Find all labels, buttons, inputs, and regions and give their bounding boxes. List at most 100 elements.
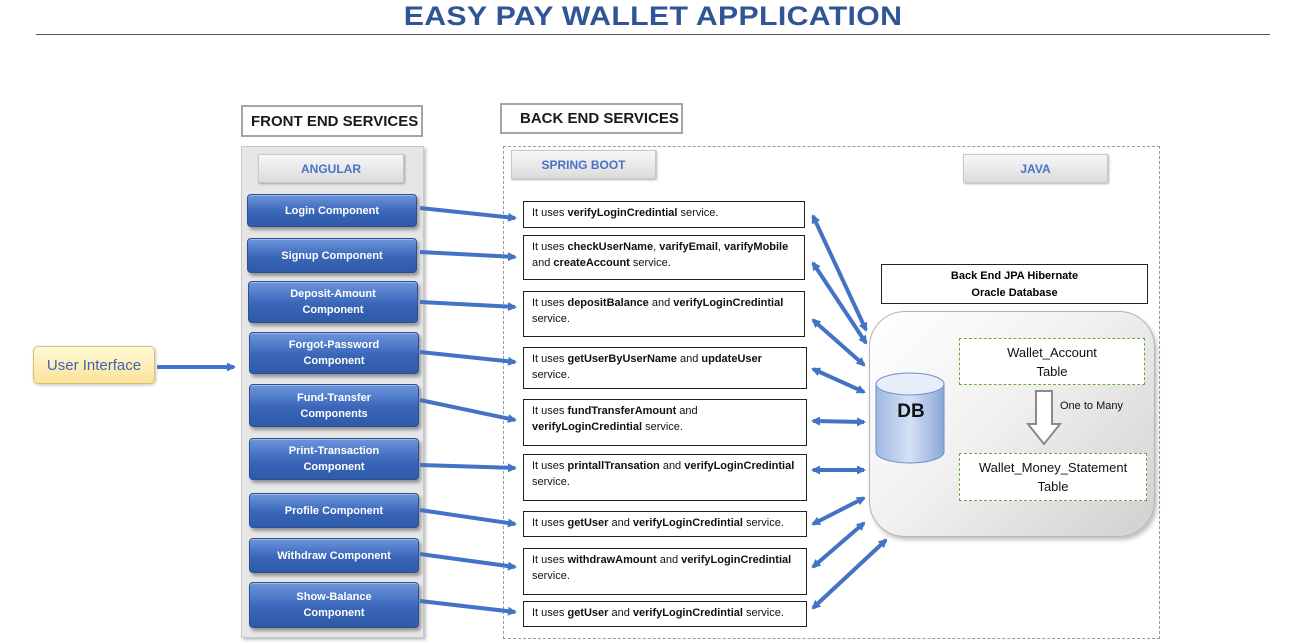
component-label-line1: Show-Balance — [296, 591, 372, 603]
component-label-line2: Component — [303, 607, 365, 619]
component-button[interactable]: Signup Component — [247, 238, 417, 273]
service-text: It uses — [532, 297, 568, 309]
component-label-line1: Fund-Transfer — [297, 391, 371, 404]
service-description: It uses printallTransation and verifyLog… — [523, 454, 807, 501]
component-label: Login Component — [285, 203, 379, 219]
service-method-name: verifyLoginCredintial — [567, 207, 678, 219]
service-text: service. — [677, 207, 719, 219]
component-label-line1: Profile Component — [284, 504, 384, 517]
service-method-name: varifyMobile — [724, 241, 789, 253]
service-method-name: verifyLoginCredintial — [673, 297, 784, 309]
component-to-service-arrow — [419, 398, 517, 423]
service-text: service. — [642, 421, 683, 433]
relation-label: One to Many — [1060, 400, 1123, 412]
frontend-services-header: FRONT END SERVICES — [241, 105, 423, 137]
service-text: and — [656, 554, 682, 566]
component-to-service-arrow — [419, 552, 517, 571]
service-description: It uses getUserByUserName and updateUser… — [523, 347, 807, 389]
component-label-line1: Forgot-Password — [288, 339, 380, 351]
service-text: It uses — [532, 207, 568, 219]
service-text: and — [659, 460, 685, 472]
service-method-name: withdrawAmount — [567, 554, 657, 566]
spring-boot-label: SPRING BOOT — [511, 150, 656, 179]
service-description: It uses depositBalance and verifyLoginCr… — [523, 291, 805, 337]
service-method-name: printallTransation — [567, 460, 660, 472]
component-label-line1: Withdraw Component — [277, 549, 391, 562]
service-method-name: getUserByUserName — [567, 353, 677, 365]
service-text: and — [676, 353, 702, 365]
one-to-many-arrow-icon — [1025, 390, 1063, 446]
service-text: service. — [532, 476, 570, 488]
service-text: It uses — [532, 460, 568, 472]
jpa-line1: Back End JPA Hibernate — [950, 270, 1079, 282]
component-label: Profile Component — [285, 503, 383, 519]
service-text: It uses — [532, 517, 568, 529]
service-method-name: depositBalance — [567, 297, 649, 309]
db-label: DB — [897, 401, 925, 422]
service-text: and — [648, 297, 674, 309]
component-button[interactable]: Withdraw Component — [249, 538, 419, 573]
component-label-line2: Component — [303, 461, 365, 473]
service-method-name: fundTransferAmount — [567, 405, 677, 417]
service-description: It uses getUser and verifyLoginCredintia… — [523, 511, 807, 537]
wallet-account-table-suffix: Table — [1036, 363, 1068, 379]
jpa-hibernate-box: Back End JPA Hibernate Oracle Database — [881, 264, 1148, 304]
service-db-arrow — [811, 538, 888, 610]
wallet-account-table: Wallet_Account Table — [959, 338, 1145, 385]
page-title: EASY PAY WALLET APPLICATION — [403, 1, 903, 31]
service-db-arrow — [811, 318, 866, 367]
service-text: service. — [532, 369, 570, 381]
component-label-line1: Deposit-Amount — [290, 288, 376, 300]
component-to-service-arrow — [419, 300, 517, 312]
service-text: It uses — [532, 405, 568, 417]
component-to-service-arrow — [419, 599, 517, 616]
component-label-line1: Print-Transaction — [288, 445, 380, 457]
service-method-name: verifyLoginCredintial — [684, 460, 795, 472]
backend-panel — [503, 146, 1160, 639]
component-label: Signup Component — [281, 248, 382, 264]
service-text: It uses — [532, 607, 568, 619]
service-text: and — [676, 405, 698, 417]
component-to-service-arrow — [419, 206, 517, 222]
service-method-name: verifyLoginCredintial — [632, 607, 743, 619]
wallet-money-statement-table: Wallet_Money_Statement Table — [959, 453, 1147, 501]
component-to-service-arrow — [419, 508, 517, 528]
service-method-name: varifyEmail — [659, 241, 718, 253]
java-label: JAVA — [963, 154, 1108, 183]
service-db-arrow — [811, 496, 866, 526]
wallet-account-table-name: Wallet_Account — [1007, 344, 1097, 360]
title-divider — [36, 34, 1270, 35]
service-db-arrow — [811, 521, 866, 569]
service-text: service. — [629, 257, 671, 269]
component-label-line1: Login Component — [284, 204, 380, 217]
database-cylinder-icon — [875, 372, 945, 464]
service-method-name: verifyLoginCredintial — [632, 517, 743, 529]
service-description: It uses getUser and verifyLoginCredintia… — [523, 601, 807, 627]
backend-services-header: BACK END SERVICES — [500, 103, 683, 134]
service-text: It uses — [532, 554, 568, 566]
jpa-line2: Oracle Database — [971, 287, 1058, 299]
service-text: and — [608, 517, 633, 529]
service-description: It uses checkUserName, varifyEmail, vari… — [523, 235, 805, 280]
component-label-line2: Component — [302, 304, 364, 316]
component-label-line1: Signup Component — [281, 249, 383, 262]
service-method-name: updateUser — [701, 353, 762, 365]
component-button[interactable]: Login Component — [247, 194, 417, 227]
component-label-line2: Components — [300, 407, 368, 420]
component-button[interactable]: Profile Component — [249, 493, 419, 528]
service-method-name: getUser — [567, 607, 609, 619]
component-label-line2: Component — [303, 355, 365, 367]
service-method-name: checkUserName — [567, 241, 654, 253]
user-interface-box: User Interface — [33, 346, 155, 384]
